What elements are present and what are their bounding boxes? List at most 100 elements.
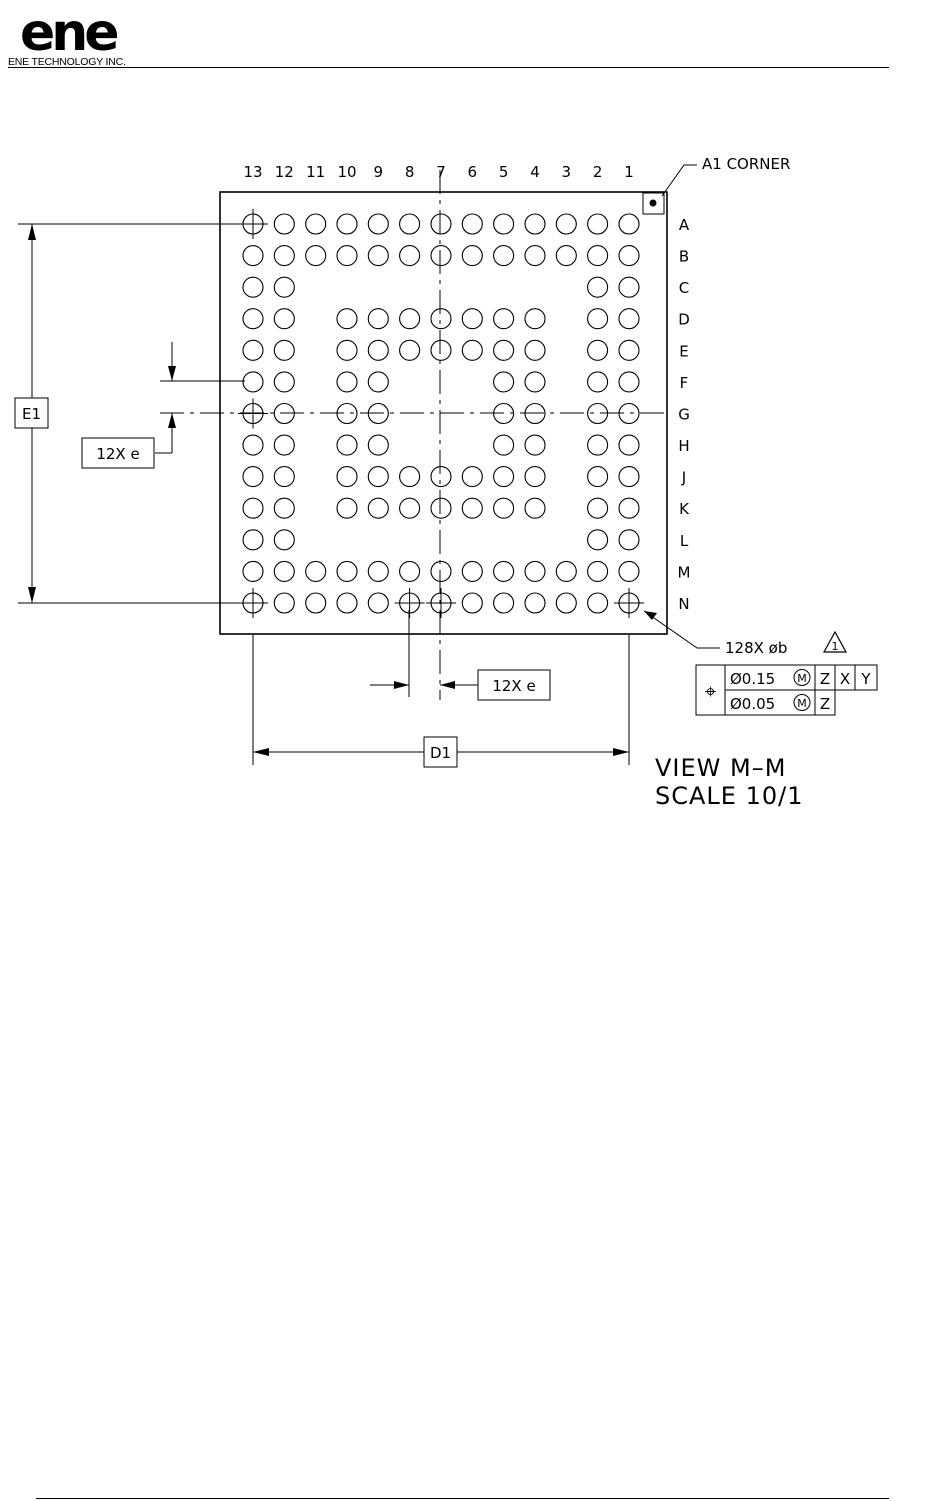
solder-ball [524,339,546,361]
solder-ball [524,592,546,614]
row-label: F [680,374,689,392]
tolerance-row1-datum-1: Z [820,670,830,688]
solder-ball [367,213,389,235]
column-label: 11 [306,163,325,181]
row-label: D [678,311,690,329]
solder-ball [273,466,295,488]
solder-ball [336,371,358,393]
solder-ball [493,497,515,519]
column-label: 10 [337,163,356,181]
solder-ball [367,592,389,614]
solder-ball [461,213,483,235]
solder-ball [273,339,295,361]
solder-ball [618,276,640,298]
pitch-horizontal-dimension: 12X e [370,610,551,701]
solder-ball [524,560,546,582]
solder-ball [555,245,577,267]
solder-ball [242,497,264,519]
column-label: 8 [405,163,415,181]
solder-ball [305,560,327,582]
solder-ball [273,560,295,582]
solder-ball [461,245,483,267]
position-symbol: ⌖ [705,679,716,703]
pitch-vertical-dimension: 12X e [81,342,245,469]
logo-text: ene [20,6,117,63]
solder-ball [493,592,515,614]
solder-ball [399,308,421,330]
solder-ball [493,560,515,582]
solder-ball [618,371,640,393]
solder-ball [336,434,358,456]
solder-ball [618,213,640,235]
footer-rule [36,1498,889,1499]
view-title: VIEW M–M [655,754,786,782]
solder-ball [618,308,640,330]
solder-ball [242,371,264,393]
dim-d1-label: D1 [430,744,451,762]
solder-ball [242,276,264,298]
row-label: B [679,248,689,266]
feature-control-frame: ⌖ Ø0.15 M Z X Y Ø0.05 M Z [695,664,878,716]
solder-ball [242,529,264,551]
solder-ball [399,560,421,582]
dim-e1-label: E1 [22,405,41,423]
tolerance-row2-modifier: M [797,697,807,710]
solder-ball [430,466,452,488]
solder-ball [367,434,389,456]
tolerance-row1-datum-3: Y [860,670,871,688]
row-label: J [681,469,686,487]
solder-ball [367,308,389,330]
ball-callout: 128X øb 1 [643,610,848,657]
solder-ball [461,592,483,614]
solder-ball [367,339,389,361]
company-name: ENE TECHNOLOGY INC. [8,56,126,68]
reference-crosshair [614,588,644,618]
column-label: 12 [275,163,294,181]
solder-ball [336,213,358,235]
row-label: H [678,437,689,455]
tolerance-row1-datum-2: X [840,670,850,688]
solder-ball [242,434,264,456]
solder-ball [336,308,358,330]
solder-ball [430,213,452,235]
solder-ball [399,339,421,361]
solder-ball [430,245,452,267]
solder-ball [524,466,546,488]
solder-ball [399,245,421,267]
solder-ball [587,434,609,456]
solder-ball [273,434,295,456]
solder-ball [587,592,609,614]
solder-ball [461,560,483,582]
solder-ball [273,276,295,298]
solder-ball [273,592,295,614]
a1-corner-label: A1 CORNER [702,155,790,173]
solder-ball [461,466,483,488]
solder-ball [493,245,515,267]
d1-dimension: D1 [252,635,630,768]
view-scale: SCALE 10/1 [655,782,803,810]
row-label: L [680,532,689,550]
solder-ball [273,529,295,551]
solder-ball [618,560,640,582]
solder-ball [399,466,421,488]
column-label: 3 [562,163,572,181]
column-label: 2 [593,163,603,181]
solder-ball [524,434,546,456]
solder-ball [587,213,609,235]
solder-ball [618,245,640,267]
solder-ball [618,434,640,456]
ball-count-label: 128X øb [725,639,787,657]
row-label: M [678,563,691,581]
solder-ball [618,497,640,519]
a1-corner-marker [642,192,665,215]
solder-ball [367,245,389,267]
row-label: K [679,500,690,518]
solder-ball [242,466,264,488]
solder-ball [430,339,452,361]
header-rule [8,67,889,68]
solder-ball [587,560,609,582]
note-flag-number: 1 [832,640,839,653]
solder-ball [493,371,515,393]
